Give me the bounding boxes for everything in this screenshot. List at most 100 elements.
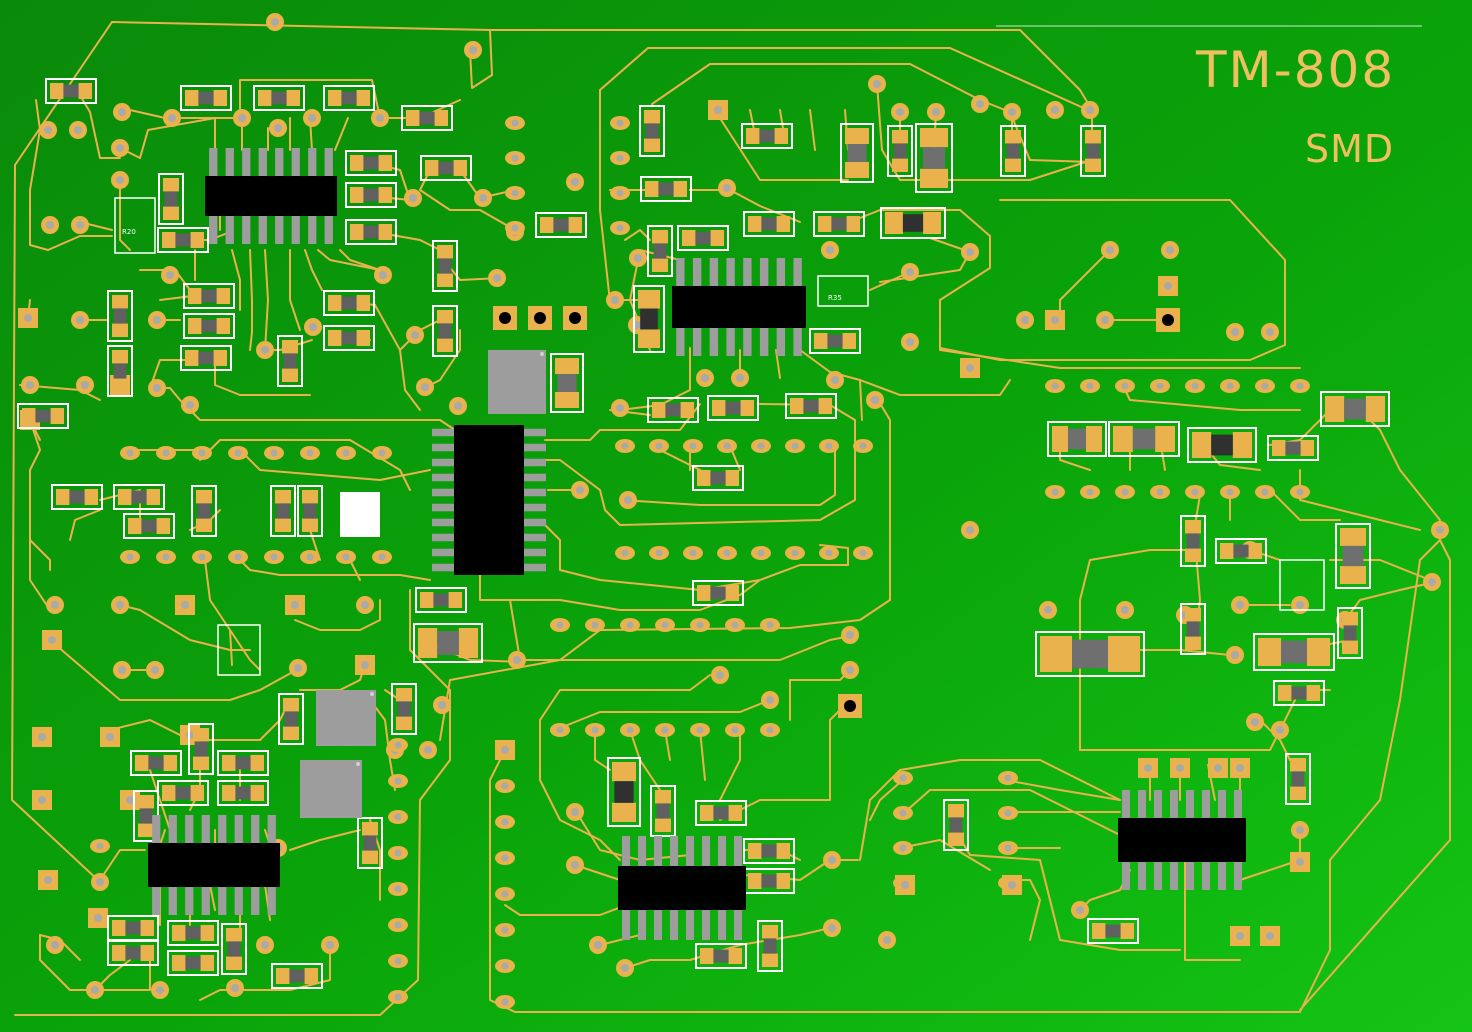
smd-pad-a-v3: [437, 245, 453, 259]
trace-52: [479, 574, 761, 611]
header-hole-37: [731, 621, 739, 629]
square-hole-22: [1144, 764, 1152, 772]
smd-body-v25: [763, 938, 777, 954]
header-hole-36: [696, 621, 704, 629]
pad-hole-7: [932, 108, 940, 116]
smd-body-h10: [175, 233, 191, 247]
smd-body-v12: [1086, 143, 1100, 159]
square-hole-23: [1176, 764, 1184, 772]
ic-pin-top-u2-2: [709, 258, 719, 286]
smd-pad-b-h47: [1248, 543, 1262, 559]
smd-body-h2: [271, 91, 287, 105]
smd-body-h39: [185, 956, 201, 970]
square-hole-15: [714, 106, 722, 114]
smd-pad-b-h44: [728, 948, 742, 964]
trace-50: [14, 589, 451, 1016]
smd-pad-a-v14: [1185, 520, 1201, 534]
ic-pin-top-u2-3: [726, 258, 735, 286]
ic-pin-top-u1-0: [209, 148, 218, 176]
header-hole-8: [126, 553, 134, 561]
ic-pin-right-u3-8: [524, 548, 546, 557]
smd-pad-b-h3: [356, 90, 370, 106]
smd-pad-a-h25: [652, 402, 666, 418]
board-subtitle-label: SMD: [1305, 127, 1395, 171]
smd-pad-a-v16: [1290, 758, 1306, 772]
smd-pad-a-h5: [350, 155, 364, 171]
smd-pad-a-v23: [226, 928, 242, 942]
header-hole-82: [616, 119, 624, 127]
silk-outline-v11: [1000, 125, 1026, 177]
smd-pad-b-h40: [304, 968, 318, 984]
ic-pin-top-u1-3: [258, 148, 267, 176]
header-hole-86: [1004, 774, 1012, 782]
header-hole-38: [766, 621, 774, 629]
smd-pad-b-v0: [112, 323, 128, 337]
header-hole-35: [661, 621, 669, 629]
r35-outline: [817, 275, 869, 307]
ic-pin-left-u3-1: [432, 443, 454, 452]
trace-72: [904, 789, 1131, 841]
smd-pad-b-h15: [213, 350, 227, 366]
smd-pad-a-h16: [22, 408, 36, 424]
pad-hole-64: [716, 671, 724, 679]
smd-body-h35: [235, 786, 251, 800]
trace-74: [954, 829, 1181, 951]
header-hole-39: [556, 726, 564, 734]
header-hole-65: [394, 849, 402, 857]
smd-pad-a-h45: [1092, 923, 1106, 939]
smd-pad-a-h3: [328, 90, 342, 106]
smd-pad-b-h45: [1120, 923, 1134, 939]
ic-pin-bottom-u6-6: [1218, 862, 1226, 890]
ic-body-u5: [618, 866, 746, 910]
trace-1: [469, 29, 493, 89]
smd-body-h5: [363, 156, 379, 170]
smd-pad-b-h32: [163, 755, 177, 771]
smd-pad-b-v14: [1185, 548, 1201, 562]
silk-outline-v7: [270, 485, 296, 537]
smd-pad-a-h17: [56, 489, 70, 505]
smd-pad-a-v10: [652, 230, 668, 244]
smd-body-h6: [363, 188, 379, 202]
smd-body-h22: [831, 217, 847, 231]
trace-158: [199, 439, 411, 491]
smd-pad-a-v4: [437, 310, 453, 324]
smd-pad-b-d0: [923, 212, 941, 234]
trace-17: [879, 237, 971, 283]
smd-body-v16: [1291, 771, 1305, 787]
smd-body-h20: [658, 182, 674, 196]
smd-body-h28: [710, 471, 726, 485]
trace-71: [859, 759, 1121, 861]
ic-pin-top-u6-6: [1218, 790, 1226, 818]
trace-53: [509, 599, 851, 661]
pad-hole-82: [571, 861, 579, 869]
smd-pad-a-v7: [275, 490, 291, 504]
smd-pad-a-h43: [748, 873, 762, 889]
silk-outline-h5: [345, 150, 397, 176]
trace-61: [699, 729, 706, 781]
trace-125: [339, 249, 381, 271]
trace-9: [47, 235, 113, 251]
pad-hole-75: [1436, 526, 1444, 534]
pad-hole-34: [81, 381, 89, 389]
trace-104: [1124, 389, 1301, 411]
ic-pin-top-u2-4: [743, 258, 752, 286]
header-hole-12: [270, 553, 278, 561]
smd-pad-a-v1: [112, 350, 128, 364]
ic-pin-top-u6-5: [1202, 790, 1210, 818]
pad-hole-15: [116, 144, 124, 152]
smd-pad-b-d2: [638, 329, 660, 348]
smd-pad-b-h10: [190, 232, 204, 248]
square-hole-10: [106, 733, 114, 741]
ic-pin-bottom-u5-5: [702, 910, 710, 940]
header-hole-34: [626, 621, 634, 629]
ic-pin-right-u3-6: [524, 518, 546, 527]
smd-body-v10: [653, 243, 667, 259]
silk-outline-h7: [345, 219, 397, 245]
smd-body-v5: [164, 191, 178, 207]
smd-pad-b-h41: [728, 805, 742, 821]
pads: [18, 13, 1449, 1009]
smd-pad-b-h0: [78, 83, 92, 99]
square-hole-11: [94, 914, 102, 922]
header-hole-24: [621, 549, 629, 557]
header-hole-56: [1121, 488, 1129, 496]
